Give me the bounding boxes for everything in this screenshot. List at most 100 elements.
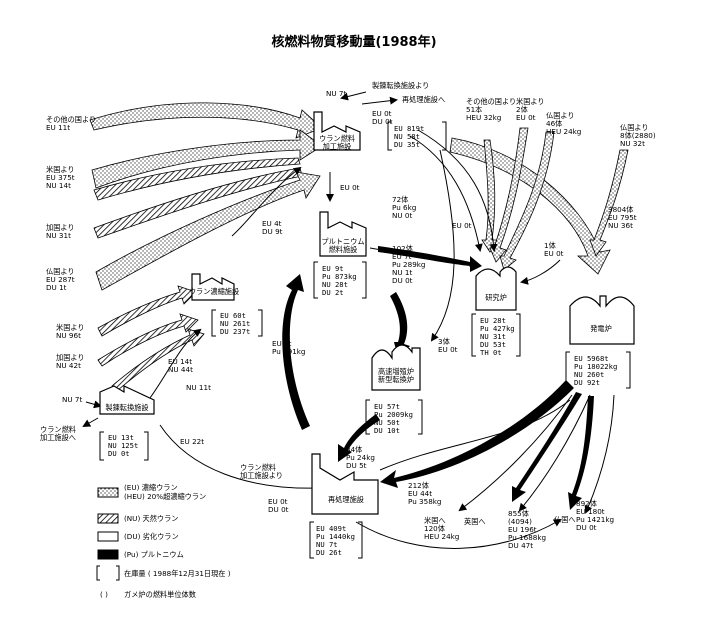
legend-heu-label: (HEU) 20%超濃縮ウラン xyxy=(124,492,206,501)
facility-refining-label: 製錬転換施設 xyxy=(105,403,148,412)
flow-label-to-uk: 英国へ xyxy=(464,517,486,526)
legend-pu-label: (Pu) プルトニウム xyxy=(124,550,184,559)
flow-arrow-other-countries xyxy=(89,102,323,139)
facility-research: 研究炉 xyxy=(475,266,517,311)
flow-label-to-research-eu: EU 0t xyxy=(452,221,472,230)
facility-enrichment-label: ウラン濃縮施設 xyxy=(189,287,239,296)
flow-label-to-france-label: 仏国へ xyxy=(554,515,576,524)
flow-label-conv-to-pu: EU 0t xyxy=(340,183,360,192)
flow-label-to-conv-refining: ウラン燃料加工施設へ xyxy=(40,425,76,442)
flow-line-power-to-france xyxy=(584,394,615,514)
flow-line-power-to-uk xyxy=(458,394,573,512)
inventory-enrichment: EU 60t NU 261t DU 237t xyxy=(211,309,263,337)
flow-line-eu22 xyxy=(159,424,320,493)
inventory-research-text: EU 28t Pu 427kg NU 31t DU 53t TH 0t xyxy=(480,316,519,357)
flow-arrow-canada-enrichment xyxy=(97,313,199,367)
legend-parens-icon: ( ) xyxy=(100,590,108,599)
inventory-enrichment-text: EU 60t NU 261t DU 237t xyxy=(220,311,255,336)
inventory-reprocessing-text: EU 409t Pu 1440kg NU 7t DU 26t xyxy=(316,524,359,557)
flow-arrow-france-heu xyxy=(589,149,629,257)
pu-arrow-power-france xyxy=(568,396,594,510)
flow-arrow-us-top xyxy=(489,127,529,263)
diagram-title: 核燃料物質移動量(1988年) xyxy=(271,34,436,50)
flow-line-power-to-us xyxy=(518,394,591,512)
facility-plutonium-label: プルトニウム燃料施設 xyxy=(321,237,364,254)
inventory-refining: EU 13t NU 125t DU 0t xyxy=(99,431,149,461)
legend-swatch-pu xyxy=(97,549,119,560)
flow-line-top-nu7 xyxy=(340,91,367,101)
flow-line-enrich-to-conv xyxy=(231,166,302,237)
flow-line-reproc-return xyxy=(355,518,562,549)
pu-arrow-fbr-reproc xyxy=(338,414,380,462)
pu-arrow-return xyxy=(282,274,310,430)
flow-line-nu7-refining xyxy=(85,400,102,409)
pu-arrow-power-reproc xyxy=(380,380,574,488)
legend-swatch-nu xyxy=(97,513,119,524)
flow-arrow-us-enrichment xyxy=(97,285,197,337)
flow-line-conv-to-research xyxy=(409,135,483,252)
facility-enrichment: ウラン濃縮施設 xyxy=(189,273,239,301)
legend-nu-label: (NU) 天然ウラン xyxy=(124,514,178,523)
facility-conversion: ウラン燃料加工施設 xyxy=(313,111,361,151)
inventory-fbr-text: EU 57t Pu 2009kg NU 50t DU 10t xyxy=(374,402,417,435)
flow-line-refining-nu11 xyxy=(149,328,202,399)
inventory-conversion-text: EU 819t NU 58t DU 35t xyxy=(394,124,429,149)
flow-label-from-conv-reproc: ウラン燃料加工施設より xyxy=(240,463,283,480)
legend: (EU) 濃縮ウラン (HEU) 20%超濃縮ウラン (NU) 天然ウラン (D… xyxy=(96,483,231,599)
legend-swatch-du xyxy=(97,531,119,542)
inventory-power-text: EU 5968t Pu 18022kg NU 260t DU 92t xyxy=(574,354,622,387)
facility-plutonium: プルトニウム燃料施設 xyxy=(319,211,367,257)
facility-refining: 製錬転換施設 xyxy=(99,385,155,415)
facility-fbr-label: 高速増殖炉新型転換炉 xyxy=(378,367,414,384)
legend-eu-label: (EU) 濃縮ウラン xyxy=(124,483,178,492)
flow-arrow-france-top xyxy=(499,131,555,271)
legend-bracket-icon xyxy=(96,565,120,581)
legend-parens-label: ガメ炉の燃料単位体数 xyxy=(124,590,196,599)
inventory-conversion: EU 819t NU 58t DU 35t xyxy=(387,121,447,151)
inventory-refining-text: EU 13t NU 125t DU 0t xyxy=(108,433,143,458)
facility-research-label: 研究炉 xyxy=(485,293,507,302)
flow-arrow-us-nu xyxy=(93,157,301,201)
inventory-research: EU 28t Pu 427kg NU 31t DU 53t TH 0t xyxy=(471,313,521,357)
facility-reprocessing: 再処理施設 xyxy=(311,453,379,515)
inventory-plutonium: EU 9t Pu 873kg NU 28t DU 2t xyxy=(313,261,367,299)
pu-arrow-power-uk xyxy=(512,392,582,502)
flow-label-nu7-top: NU 7t xyxy=(326,89,346,98)
flow-label-nu7-refining: NU 7t xyxy=(62,395,82,404)
legend-du-label: (DU) 劣化ウラン xyxy=(124,532,179,541)
legend-inventory-label: 在庫量 ( 1988年12月31日現在 ) xyxy=(124,569,231,578)
inventory-reprocessing: EU 409t Pu 1440kg NU 7t DU 26t xyxy=(309,521,363,559)
pu-arrow-to-fbr xyxy=(390,292,410,358)
pu-arrow-to-research xyxy=(378,246,482,272)
flow-label-nu11: NU 11t xyxy=(186,383,211,392)
flow-arrow-us-eu xyxy=(91,129,323,189)
flow-line-big-circle xyxy=(379,399,571,471)
flow-arrow-other-top xyxy=(481,139,499,253)
flow-label-to-refining-top: 製錬転換施設より xyxy=(372,81,429,90)
inventory-power: EU 5968t Pu 18022kg NU 260t DU 92t xyxy=(565,351,631,389)
facility-power-label: 発電炉 xyxy=(590,324,612,333)
legend-swatch-eu xyxy=(97,487,119,498)
facility-fbr: 高速増殖炉新型転換炉 xyxy=(371,344,421,391)
